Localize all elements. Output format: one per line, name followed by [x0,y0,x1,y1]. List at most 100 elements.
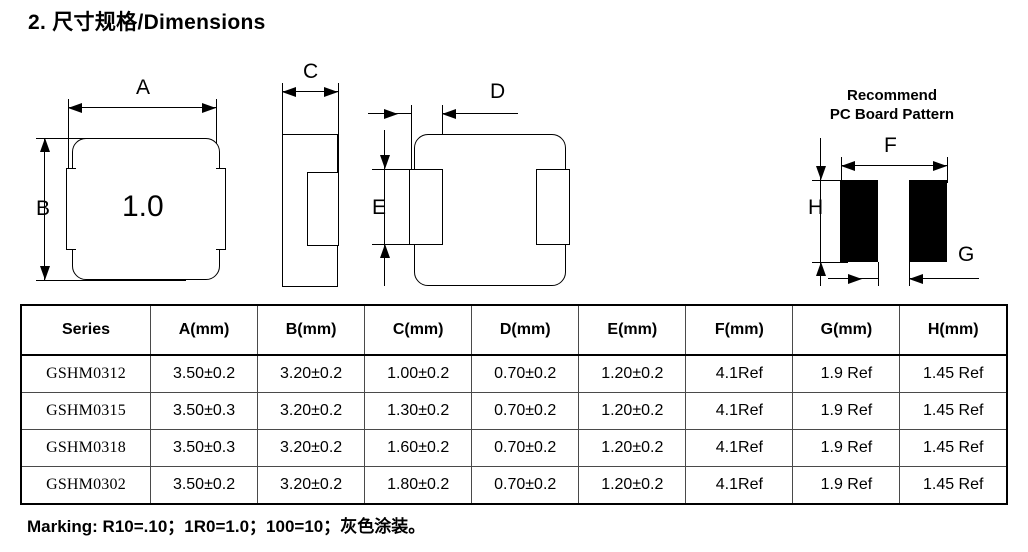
cell-h: 1.45 Ref [899,466,1008,505]
table-header-c: C(mm) [364,304,473,356]
cell-a: 3.50±0.3 [149,392,259,430]
dimension-label-f: F [884,134,897,157]
cell-series: GSHM0312 [20,354,151,393]
table-header-g: G(mm) [792,304,901,356]
arrowhead-h-top [816,166,826,180]
arrowhead-b-top [40,138,50,152]
arrowhead-b-bottom [40,266,50,280]
cell-b: 3.20±0.2 [257,466,366,505]
cell-d: 0.70±0.2 [471,466,580,505]
dimension-label-d: D [490,80,506,103]
cell-f: 4.1Ref [685,466,794,505]
cell-c: 1.00±0.2 [364,354,473,393]
marking-note: Marking: R10=.10；1R0=1.0；100=10；灰色涂装。 [27,517,426,536]
table-header-h: H(mm) [899,304,1008,356]
arrowhead-c-left [282,87,296,97]
table-row: GSHM0302 3.50±0.2 3.20±0.2 1.80±0.2 0.70… [20,466,1008,505]
extension-line-g-left [878,262,879,286]
pcb-pattern-title-line1: Recommend [846,87,938,104]
cell-a: 3.50±0.3 [149,429,259,467]
bottom-pad-left [409,169,443,245]
terminal-side-face [307,172,339,246]
table-header-row: Series A(mm) B(mm) C(mm) D(mm) E(mm) F(m… [20,304,1008,356]
pcb-pattern-title: Recommend PC Board Pattern [796,86,988,124]
cell-h: 1.45 Ref [899,392,1008,430]
cell-c: 1.80±0.2 [364,466,473,505]
dim-line-e [384,130,385,286]
dimension-label-c: C [303,60,319,83]
cell-h: 1.45 Ref [899,354,1008,393]
table-header-f: F(mm) [685,304,794,356]
cell-f: 4.1Ref [685,354,794,393]
dimension-label-a: A [136,76,151,99]
dim-line-f [841,165,947,166]
cell-series: GSHM0315 [20,392,151,430]
cell-series: GSHM0318 [20,429,151,467]
arrowhead-g-inner-right [909,274,923,284]
extension-line-f-right [947,157,948,183]
dim-line-g-right [909,278,979,279]
arrowhead-a-left [68,103,82,113]
page-title: 2. 尺寸规格/Dimensions [28,11,266,34]
cell-b: 3.20±0.2 [257,392,366,430]
arrowhead-d-inner-left [384,109,398,119]
table-row: GSHM0318 3.50±0.3 3.20±0.2 1.60±0.2 0.70… [20,429,1008,467]
cell-g: 1.9 Ref [792,354,901,393]
cell-g: 1.9 Ref [792,392,901,430]
cell-e: 1.20±0.2 [578,392,687,430]
extension-line-h-bottom [812,262,848,263]
cell-e: 1.20±0.2 [578,466,687,505]
terminal-tab-right [216,168,226,250]
arrowhead-e-top [380,155,390,169]
cell-g: 1.9 Ref [792,466,901,505]
cell-d: 0.70±0.2 [471,354,580,393]
dim-line-b [44,138,45,280]
arrowhead-d-inner-right [442,109,456,119]
extension-line-c-right [338,83,339,173]
cell-f: 4.1Ref [685,429,794,467]
arrowhead-f-right [933,161,947,171]
arrowhead-h-bottom [816,262,826,276]
cell-c: 1.60±0.2 [364,429,473,467]
dimension-label-e: E [372,196,387,219]
arrowhead-g-inner-left [848,274,862,284]
cell-d: 0.70±0.2 [471,392,580,430]
table-header-e: E(mm) [578,304,687,356]
cell-c: 1.30±0.2 [364,392,473,430]
table-header-series: Series [20,304,151,356]
cell-h: 1.45 Ref [899,429,1008,467]
arrowhead-e-bottom [380,244,390,258]
cell-a: 3.50±0.2 [149,354,259,393]
cell-e: 1.20±0.2 [578,354,687,393]
pcb-pattern-title-line2: PC Board Pattern [829,106,955,123]
table-header-b: B(mm) [257,304,366,356]
extension-line-e-top [372,169,420,170]
dim-line-d-right [442,113,518,114]
extension-line-h-top [812,180,848,181]
cell-series: GSHM0302 [20,466,151,505]
cell-b: 3.20±0.2 [257,429,366,467]
dim-line-h [820,138,821,286]
extension-line-e-bottom [372,244,420,245]
terminal-tab-left [66,168,76,250]
extension-line-c-left [282,83,283,135]
cell-b: 3.20±0.2 [257,354,366,393]
dimension-label-b: B [36,197,51,220]
extension-line-b-bottom [36,280,186,281]
extension-line-f-left [841,157,842,183]
dimensions-table: Series A(mm) B(mm) C(mm) D(mm) E(mm) F(m… [20,304,1008,505]
dim-line-c [282,91,338,92]
cell-f: 4.1Ref [685,392,794,430]
table-header-a: A(mm) [149,304,259,356]
extension-line-g-right [909,262,910,286]
bottom-pad-right [536,169,570,245]
dimension-label-h: H [808,196,824,219]
arrowhead-f-left [841,161,855,171]
table-row: GSHM0315 3.50±0.3 3.20±0.2 1.30±0.2 0.70… [20,392,1008,430]
extension-line-d-left [411,105,412,201]
cell-a: 3.50±0.2 [149,466,259,505]
cell-d: 0.70±0.2 [471,429,580,467]
cell-g: 1.9 Ref [792,429,901,467]
arrowhead-a-right [202,103,216,113]
table-header-d: D(mm) [471,304,580,356]
